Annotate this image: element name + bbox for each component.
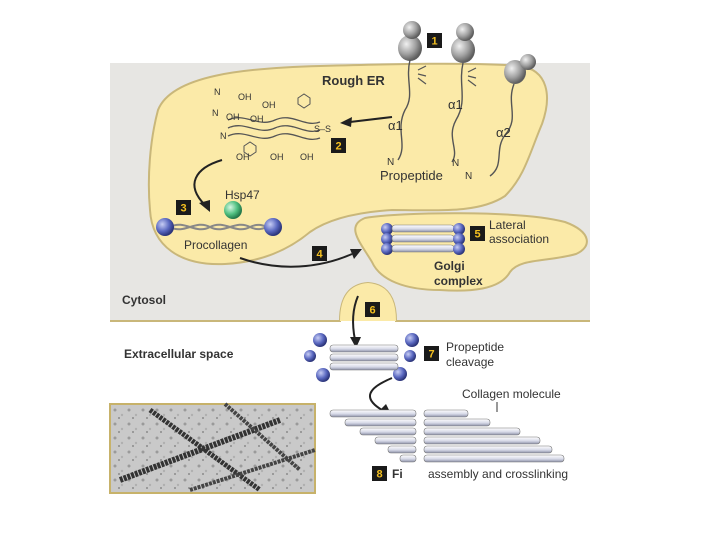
propeptide-sphere xyxy=(156,218,174,236)
hydroxyl-label: OH xyxy=(238,92,252,102)
alpha2-chain xyxy=(489,83,515,177)
svg-text:8: 8 xyxy=(376,469,382,481)
sugar-branch-icon xyxy=(417,65,427,85)
hydroxyl-label: OH xyxy=(226,112,240,122)
hydroxyl-label: OH xyxy=(270,152,284,162)
golgi-complex xyxy=(354,212,588,292)
alpha1-label-b: α1 xyxy=(448,97,463,112)
fibril-label-prefix: Fi xyxy=(392,467,403,481)
n-terminus-label: N xyxy=(212,108,219,118)
svg-text:2: 2 xyxy=(335,141,341,153)
ribosome-2 xyxy=(451,23,475,63)
golgi-rod-stack xyxy=(381,223,465,255)
arrow-to-golgi xyxy=(239,253,353,268)
procollagen-helix xyxy=(169,223,273,231)
alpha1-label-a: α1 xyxy=(388,118,403,133)
rough-er-label: Rough ER xyxy=(322,73,385,88)
fibril-label-suffix: assembly and crosslinking xyxy=(428,467,568,481)
propeptide-cleavage-label-2: cleavage xyxy=(446,355,494,369)
extracellular-label: Extracellular space xyxy=(124,347,234,361)
hydroxylated-chain xyxy=(227,125,321,132)
svg-text:3: 3 xyxy=(180,203,186,215)
arrowhead-icon xyxy=(199,200,210,212)
propeptide-label: Propeptide xyxy=(380,168,443,183)
arrowhead-icon xyxy=(350,249,362,259)
step-3-badge: 3 xyxy=(176,200,191,215)
arrow-to-disulfide xyxy=(349,116,393,123)
step-4-badge: 4 xyxy=(312,246,327,261)
disulfide-label: S–S xyxy=(314,124,331,134)
arrowhead-icon xyxy=(350,337,361,348)
svg-text:7: 7 xyxy=(428,349,434,361)
hexose-ring-icon xyxy=(243,141,257,157)
n-terminus-label: N xyxy=(214,87,221,97)
arrow-to-fibril xyxy=(369,377,393,411)
collagen-fibril xyxy=(329,409,565,463)
arrowhead-icon xyxy=(340,117,352,127)
hydroxylated-chain xyxy=(227,117,321,124)
secretion-arrow xyxy=(352,295,359,341)
alpha2-label: α2 xyxy=(496,125,511,140)
hydroxylated-chain xyxy=(227,133,321,140)
sugar-branch-icon xyxy=(467,67,477,87)
collagen-molecule-label: Collagen molecule xyxy=(462,387,561,401)
alpha1-chain-a xyxy=(397,59,411,161)
hsp47-label: Hsp47 xyxy=(225,188,260,202)
association-label: association xyxy=(489,232,549,246)
procollagen-label: Procollagen xyxy=(184,238,247,252)
hexose-ring-icon xyxy=(297,93,311,109)
hydroxyl-label: OH xyxy=(300,152,314,162)
step-2-badge: 2 xyxy=(331,138,346,153)
propeptide-cleavage-label-1: Propeptide xyxy=(446,340,504,354)
step-8-badge: 8 xyxy=(372,466,387,481)
arrow-to-procollagen xyxy=(193,159,223,206)
svg-text:4: 4 xyxy=(316,249,323,261)
n-terminus-label: N xyxy=(220,131,227,141)
ribosome-1 xyxy=(398,21,422,61)
divider-strip xyxy=(416,360,424,493)
step-6-badge: 6 xyxy=(365,302,380,317)
hydroxyl-label: OH xyxy=(236,152,250,162)
step-1-badge: 1 xyxy=(427,33,442,48)
hydroxyl-label: OH xyxy=(250,114,264,124)
alpha1-chain-b xyxy=(451,62,464,163)
golgi-label: Golgi xyxy=(434,259,465,273)
cytosol-label: Cytosol xyxy=(122,293,166,307)
svg-text:5: 5 xyxy=(474,229,480,241)
n-terminus-label: N xyxy=(452,158,459,169)
hydroxyl-label: OH xyxy=(262,100,276,110)
step-5-badge: 5 xyxy=(470,226,485,241)
step-7-badge: 7 xyxy=(424,346,439,361)
hsp47-chaperone xyxy=(224,201,242,219)
svg-text:1: 1 xyxy=(431,36,437,48)
n-terminus-label: N xyxy=(465,171,472,182)
lateral-label: Lateral xyxy=(489,218,526,232)
cleavage-rod-group xyxy=(304,333,419,382)
complex-label: complex xyxy=(434,274,483,288)
ribosome-3 xyxy=(504,54,536,84)
n-terminus-label: N xyxy=(387,157,394,168)
propeptide-sphere xyxy=(264,218,282,236)
rough-er xyxy=(147,62,548,266)
electron-micrograph xyxy=(109,402,316,494)
svg-text:6: 6 xyxy=(369,305,375,317)
